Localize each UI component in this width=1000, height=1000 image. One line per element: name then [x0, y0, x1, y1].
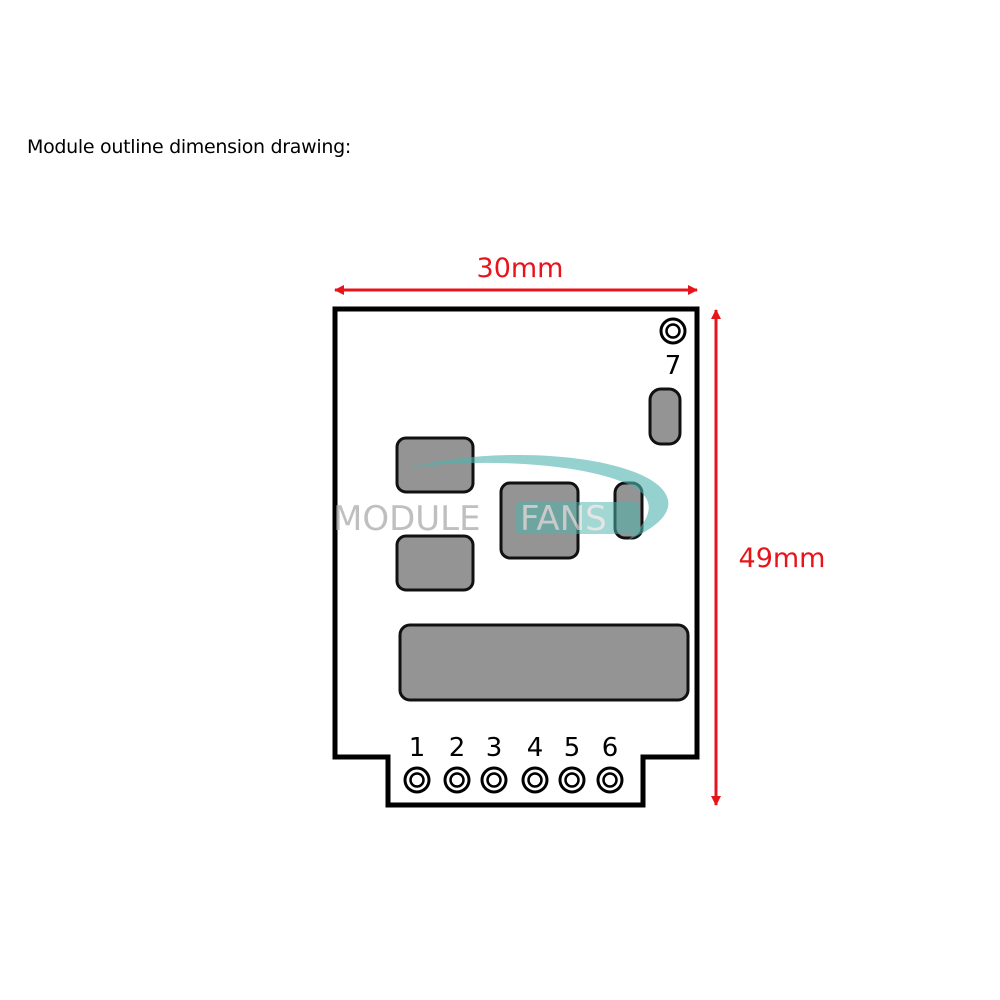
svg-text:MODULE: MODULE — [333, 499, 481, 539]
pin-label: 1 — [409, 733, 426, 763]
pin-3: 3 — [480, 733, 508, 794]
pin-label: 4 — [527, 733, 544, 763]
component-lower-left — [395, 534, 475, 592]
svg-text:FANS: FANS — [520, 499, 607, 539]
watermark-logo: MODULE FANS — [333, 454, 669, 540]
component-top-pill — [648, 387, 682, 446]
pin-6: 6 — [596, 733, 624, 794]
pin-label: 5 — [564, 733, 581, 763]
pin-7-label: 7 — [665, 351, 682, 381]
pin-1: 1 — [403, 733, 431, 794]
pin-label: 2 — [449, 733, 466, 763]
pin-4: 4 — [521, 733, 549, 794]
caption: Module outline dimension drawing: — [27, 136, 351, 158]
component-upper-left — [395, 436, 475, 494]
component-large-module — [398, 623, 690, 702]
width-label: 30mm — [477, 253, 564, 284]
height-label: 49mm — [739, 543, 826, 574]
pin-7 — [659, 317, 687, 345]
pin-5: 5 — [558, 733, 586, 794]
pin-label: 6 — [602, 733, 619, 763]
pin-label: 3 — [486, 733, 503, 763]
pin-2: 2 — [443, 733, 471, 794]
